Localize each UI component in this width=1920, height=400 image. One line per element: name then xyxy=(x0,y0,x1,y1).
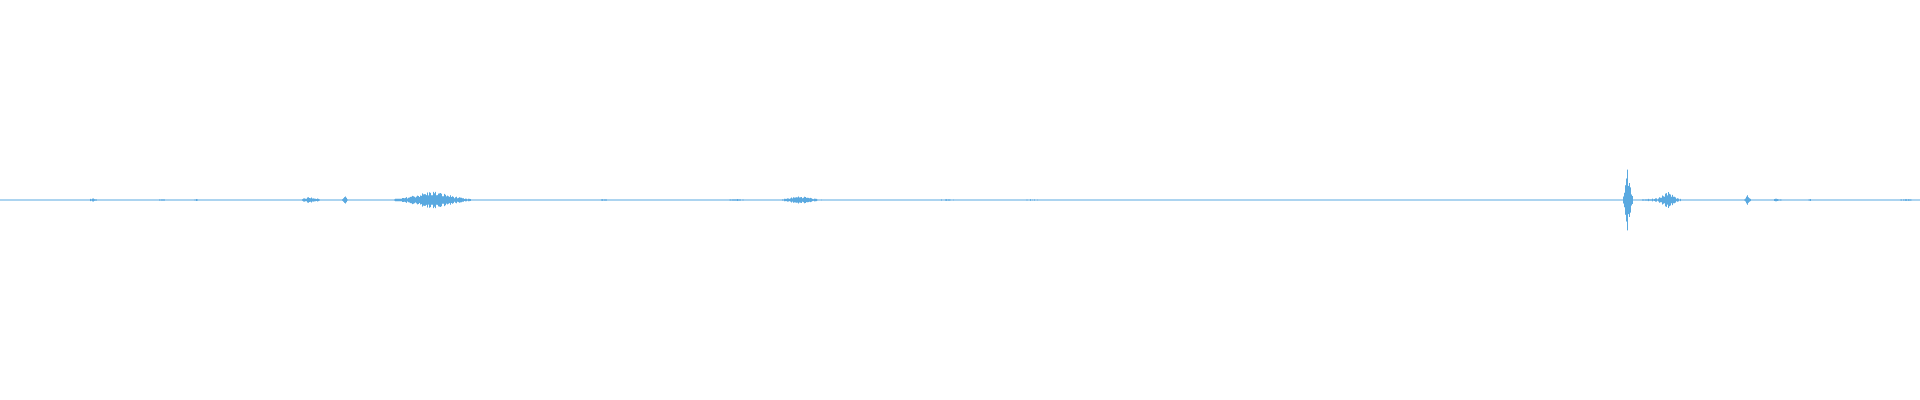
waveform-samples xyxy=(0,169,1920,231)
